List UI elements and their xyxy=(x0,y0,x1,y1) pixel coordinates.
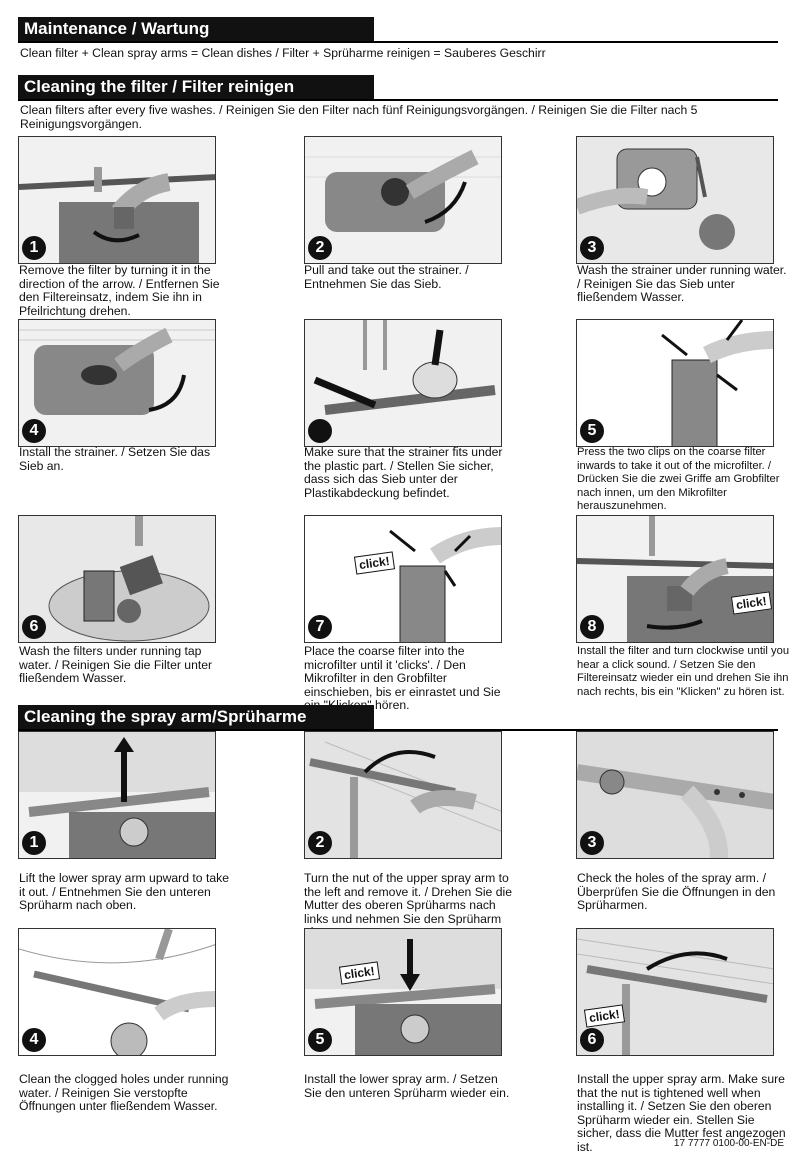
filter-step-3-caption: Wash the strainer under running water. /… xyxy=(577,263,787,305)
spray-step-2-illustration: 2 xyxy=(304,731,502,859)
spray-step-5-caption: Install the lower spray arm. / Setzen Si… xyxy=(304,1072,510,1100)
step-badge: 2 xyxy=(308,831,332,855)
document-code: 17 7777 0100-00-EN-DE xyxy=(673,1138,784,1149)
filter-step-1-caption: Remove the filter by turning it in the d… xyxy=(19,263,220,318)
step-badge: 6 xyxy=(580,1028,604,1052)
step-badge: 7 xyxy=(308,615,332,639)
step-badge: 4 xyxy=(22,419,46,443)
filter-step-7-caption: Place the coarse filter into the microfi… xyxy=(304,644,501,713)
filter-step-2-caption: Pull and take out the strainer. / Entneh… xyxy=(304,263,469,291)
step-badge: 6 xyxy=(22,615,46,639)
filter-step-1-illustration: 1 xyxy=(18,136,216,264)
maintenance-title: Maintenance / Wartung xyxy=(18,17,374,41)
spray-step-3-caption: Check the holes of the spray arm. / Über… xyxy=(577,871,776,913)
spray-step-5-illustration: click! 5 xyxy=(304,928,502,1056)
filter-intro: Clean filters after every five washes. /… xyxy=(20,103,698,131)
filter-header: Cleaning the filter / Filter reinigen xyxy=(18,75,778,101)
step-badge: 2 xyxy=(308,236,332,260)
filter-step-4-caption: Install the strainer. / Setzen Sie das S… xyxy=(19,445,211,473)
filter-step-6-illustration: 6 xyxy=(18,515,216,643)
spray-step-1-illustration: 1 xyxy=(18,731,216,859)
filter-step-3-illustration: 3 xyxy=(576,136,774,264)
spray-step-4-illustration: 4 xyxy=(18,928,216,1056)
spray-step-6-caption: Install the upper spray arm. Make sure t… xyxy=(577,1072,786,1154)
filter-step-5-caption: Press the two clips on the coarse filter… xyxy=(577,446,780,512)
step-badge: 3 xyxy=(580,831,604,855)
filter-step-4-illustration: 4 xyxy=(18,319,216,447)
step-badge: 5 xyxy=(308,1028,332,1052)
filter-step-5-illustration: 5 xyxy=(576,319,774,447)
maintenance-header: Maintenance / Wartung xyxy=(18,17,778,43)
filter-step-2-illustration: 2 xyxy=(304,136,502,264)
spray-step-1-caption: Lift the lower spray arm upward to take … xyxy=(19,871,229,913)
filter-step-7-illustration: click! 7 xyxy=(304,515,502,643)
spray-header: Cleaning the spray arm/Sprüharme reinige… xyxy=(18,705,778,750)
maintenance-subtitle: Clean filter + Clean spray arms = Clean … xyxy=(20,46,546,60)
step-badge: 3 xyxy=(580,236,604,260)
filter-warning-illustration xyxy=(304,319,502,447)
filter-title: Cleaning the filter / Filter reinigen xyxy=(18,75,374,99)
filter-step-6-caption: Wash the filters under running tap water… xyxy=(19,644,213,686)
warning-icon xyxy=(308,419,332,443)
spray-step-6-illustration: click! 6 xyxy=(576,928,774,1056)
step-badge: 8 xyxy=(580,615,604,639)
filter-warning-caption: Make sure that the strainer fits under t… xyxy=(304,445,503,500)
step-badge: 1 xyxy=(22,236,46,260)
spray-title: Cleaning the spray arm/Sprüharme reinige… xyxy=(18,705,374,750)
step-badge: 5 xyxy=(580,419,604,443)
spray-step-3-illustration: 3 xyxy=(576,731,774,859)
step-badge: 1 xyxy=(22,831,46,855)
filter-step-8-illustration: click! 8 xyxy=(576,515,774,643)
spray-step-4-caption: Clean the clogged holes under running wa… xyxy=(19,1072,229,1114)
filter-step-8-caption: Install the filter and turn clockwise un… xyxy=(577,645,790,698)
step-badge: 4 xyxy=(22,1028,46,1052)
